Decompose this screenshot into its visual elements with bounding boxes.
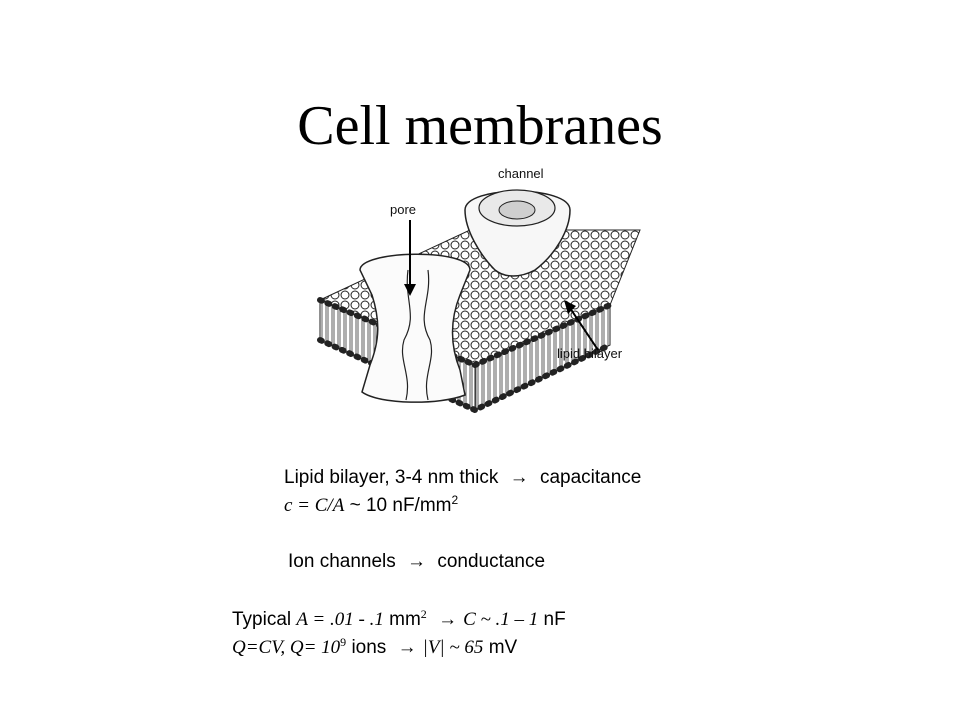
membrane-illustration: channel pore lipid bilayer (317, 166, 641, 414)
arrow-right-icon: → (438, 609, 458, 630)
channel-protein (464, 189, 571, 277)
typical-area-line: Typical A = .01 - .1 mm2 →C ~ .1 – 1 nF (232, 607, 566, 630)
channel-label: channel (498, 166, 544, 181)
membrane-diagram: channel pore lipid bilayer (300, 160, 660, 420)
ion-channels-line: Ion channels → conductance (288, 551, 546, 572)
lipid-bilayer-label: lipid bilayer (557, 346, 623, 361)
bilayer-capacitance-line: Lipid bilayer, 3-4 nm thick → capacitanc… (284, 467, 642, 488)
pore-protein (359, 253, 471, 403)
lipid-arrow (569, 307, 599, 351)
capacitance-formula-line: c = C/A ~ 10 nF/mm2 (284, 493, 459, 516)
pore-label: pore (390, 202, 416, 217)
charge-voltage-line: Q=CV, Q= 109 ions →|V| ~ 65 mV (232, 635, 518, 658)
slide-title: Cell membranes (297, 95, 663, 157)
arrow-right-icon: → (509, 467, 529, 488)
arrow-right-icon: → (407, 551, 427, 572)
arrow-right-icon: → (397, 637, 417, 658)
